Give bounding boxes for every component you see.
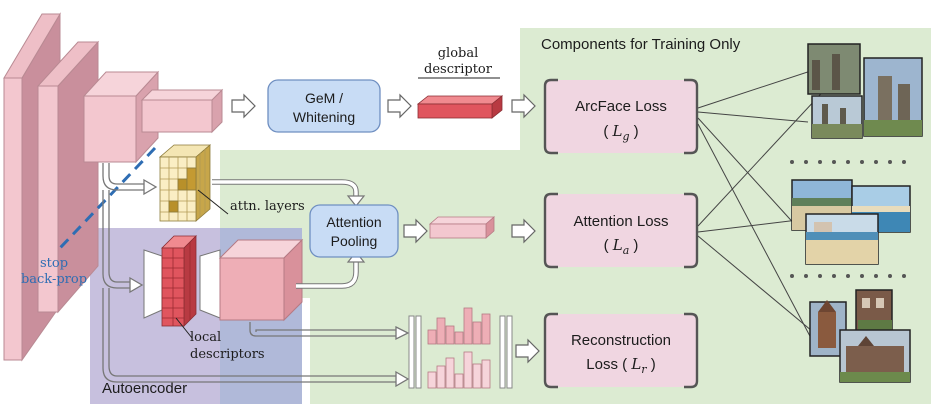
attention-loss-symbol: ( La ) — [604, 236, 639, 257]
arrow-to-attn-layers — [143, 178, 158, 196]
histogram-bottom — [427, 351, 491, 389]
recon-right-bars — [499, 315, 513, 389]
histogram-top — [427, 307, 491, 345]
attn-layers-label: attn. layers — [230, 199, 305, 214]
stop-backprop-label-2: back-prop — [21, 272, 87, 287]
encoder-decoder — [143, 249, 221, 319]
group-separators — [790, 160, 906, 278]
arrow-to-recon-loss — [515, 338, 540, 364]
attention-descriptor-bar — [428, 216, 496, 239]
arrow-to-attention-loss — [511, 218, 536, 244]
local-descriptors-label-1: local — [190, 330, 221, 345]
attn-layers-cube — [158, 144, 212, 222]
training-region-title: Components for Training Only — [541, 36, 741, 53]
gem-whitening-block: GeM / Whitening — [267, 79, 381, 133]
reconstructed-feature-cube — [218, 238, 304, 322]
reconstruction-loss-symbol: Loss ( Lr ) — [586, 355, 655, 376]
loss-to-image-lines — [697, 63, 833, 341]
backbone-flow-lines — [102, 163, 396, 383]
local-descriptor-cube — [161, 235, 197, 327]
recon-left-bars — [408, 315, 422, 389]
arcface-loss-box: ArcFace Loss ( Lg ) — [543, 78, 699, 155]
global-descriptor-bar — [416, 95, 504, 119]
reconstruction-loss-box: Reconstruction Loss ( Lr ) — [543, 312, 699, 389]
global-descriptor-label-1: global — [438, 46, 479, 61]
gem-label-2: Whitening — [293, 109, 355, 125]
cube-to-recon-line — [249, 322, 396, 337]
attn-layers-leader — [197, 189, 229, 215]
arcface-loss-symbol: ( Lg ) — [603, 122, 638, 143]
arcface-loss-label: ArcFace Loss — [575, 98, 667, 115]
local-descriptors-label-2: descriptors — [190, 347, 265, 362]
image-group-buildings — [809, 289, 911, 383]
reconstruction-loss-label-1: Reconstruction — [571, 332, 671, 349]
arrow-to-encoder — [129, 276, 144, 294]
autoencoder-label: Autoencoder — [102, 380, 187, 397]
global-descriptor-label-2: descriptor — [424, 62, 493, 77]
cnn-backbone — [3, 12, 224, 362]
attention-pooling-label-1: Attention — [326, 214, 381, 230]
arrow-to-gem — [231, 93, 256, 119]
attention-pooling-label-2: Pooling — [331, 233, 378, 249]
gem-label-1: GeM / — [305, 90, 343, 106]
arrow-to-global-desc — [387, 93, 412, 119]
attention-loss-label: Attention Loss — [573, 213, 668, 230]
stop-backprop-line — [58, 146, 157, 250]
attention-loss-box: Attention Loss ( La ) — [543, 192, 699, 269]
stop-backprop-label-1: stop — [40, 256, 68, 271]
image-group-beach — [791, 179, 911, 265]
arrow-to-recon-bottom — [395, 370, 410, 388]
arrow-to-attn-desc — [403, 218, 428, 244]
image-group-statues — [807, 43, 923, 139]
arrow-to-arcface — [511, 93, 536, 119]
local-descriptors-leader — [175, 317, 193, 339]
attention-pooling-block: Attention Pooling — [309, 204, 399, 258]
